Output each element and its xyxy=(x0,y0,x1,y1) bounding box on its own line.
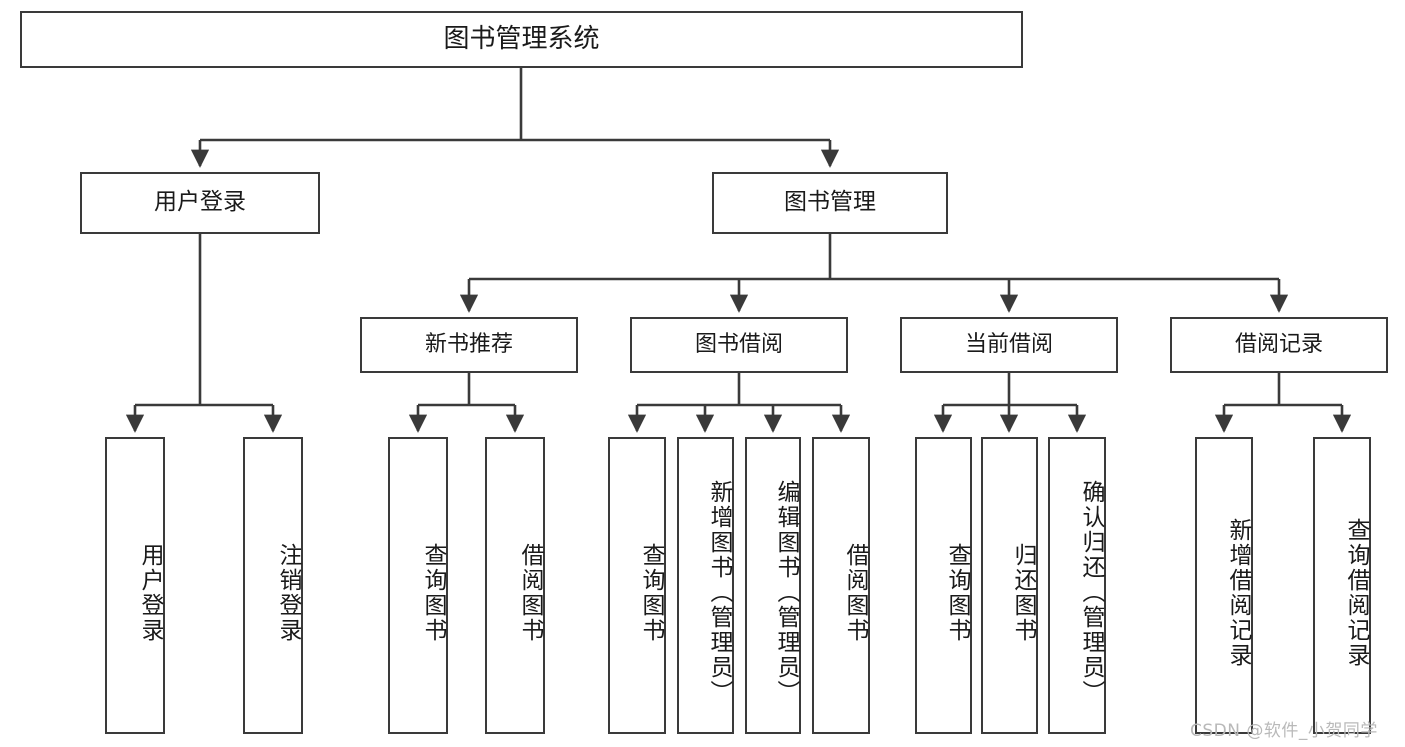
leaf-node[interactable]: 新增图书（管理员） xyxy=(677,437,734,734)
leaf-node-label: 注销登录 xyxy=(275,542,301,643)
leaf-node[interactable]: 注销登录 xyxy=(243,437,303,734)
leaf-node[interactable]: 归还图书 xyxy=(981,437,1038,734)
node-current-borrow[interactable]: 当前借阅 xyxy=(900,317,1118,373)
node-book-management-label: 图书管理 xyxy=(784,189,876,216)
leaf-node[interactable]: 新增借阅记录 xyxy=(1195,437,1253,734)
node-book-borrow[interactable]: 图书借阅 xyxy=(630,317,848,373)
leaf-node-label: 编辑图书（管理员） xyxy=(773,480,799,705)
leaf-node[interactable]: 用户登录 xyxy=(105,437,165,734)
node-current-borrow-label: 当前借阅 xyxy=(964,332,1053,358)
leaf-node[interactable]: 借阅图书 xyxy=(812,437,870,734)
node-borrow-record[interactable]: 借阅记录 xyxy=(1170,317,1388,373)
csdn-watermark: CSDN @软件_小贺同学 xyxy=(1190,721,1378,741)
leaf-node[interactable]: 查询借阅记录 xyxy=(1313,437,1371,734)
leaf-node[interactable]: 查询图书 xyxy=(388,437,448,734)
node-user-login-label: 用户登录 xyxy=(154,189,246,216)
node-user-login[interactable]: 用户登录 xyxy=(80,172,320,234)
leaf-node-label: 新增借阅记录 xyxy=(1225,517,1251,668)
leaf-node[interactable]: 确认归还（管理员） xyxy=(1048,437,1106,734)
leaf-node[interactable]: 查询图书 xyxy=(915,437,972,734)
node-root[interactable]: 图书管理系统 xyxy=(20,11,1023,68)
node-root-label: 图书管理系统 xyxy=(443,24,600,55)
node-borrow-record-label: 借阅记录 xyxy=(1234,332,1323,358)
node-book-management[interactable]: 图书管理 xyxy=(712,172,948,234)
leaf-node-label: 借阅图书 xyxy=(517,542,543,643)
leaf-node-label: 确认归还（管理员） xyxy=(1078,480,1104,705)
leaf-node[interactable]: 借阅图书 xyxy=(485,437,545,734)
leaf-node[interactable]: 编辑图书（管理员） xyxy=(745,437,801,734)
leaf-node-label: 查询图书 xyxy=(944,542,970,643)
node-new-book-recommend-label: 新书推荐 xyxy=(424,332,513,358)
leaf-node-label: 查询借阅记录 xyxy=(1343,517,1369,668)
node-new-book-recommend[interactable]: 新书推荐 xyxy=(360,317,578,373)
leaf-node-label: 借阅图书 xyxy=(842,542,868,643)
leaf-node-label: 归还图书 xyxy=(1010,542,1036,643)
leaf-node-label: 新增图书（管理员） xyxy=(706,480,732,705)
leaf-node-label: 查询图书 xyxy=(638,542,664,643)
leaf-node-label: 查询图书 xyxy=(420,542,446,643)
leaf-node-label: 用户登录 xyxy=(137,542,163,643)
node-book-borrow-label: 图书借阅 xyxy=(694,332,783,358)
leaf-node[interactable]: 查询图书 xyxy=(608,437,666,734)
